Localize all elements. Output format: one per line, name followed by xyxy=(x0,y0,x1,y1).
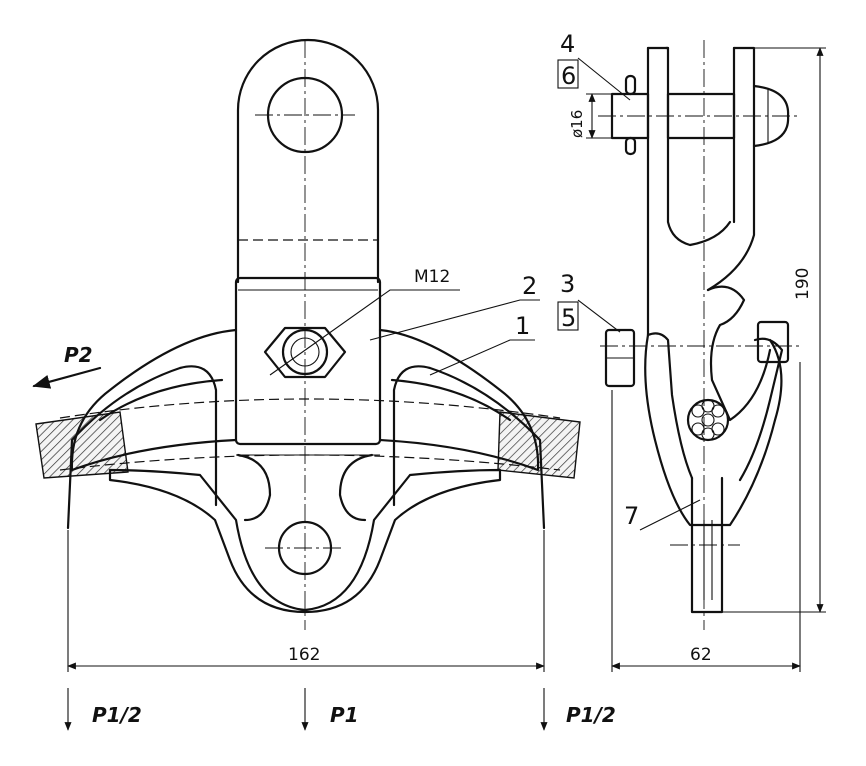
cable-strand-1 xyxy=(701,413,715,427)
callout-6-box xyxy=(557,59,579,89)
upper-eye-plate xyxy=(236,38,380,284)
leader-callout-1 xyxy=(429,339,535,376)
bolt-hex-nut xyxy=(263,326,347,379)
keeper-block xyxy=(234,276,382,446)
callout-3: 3 xyxy=(560,270,575,298)
load-center-label: P1 xyxy=(330,703,359,727)
lower-left-slot xyxy=(236,453,272,522)
dim-pin-value: ø16 xyxy=(568,110,586,138)
callout-2: 2 xyxy=(522,272,537,300)
dim-162-value: 162 xyxy=(288,645,320,665)
cable-strand-7 xyxy=(701,427,715,441)
callout-6: 6 xyxy=(561,62,576,90)
cable-strand-6 xyxy=(701,399,715,413)
lower-body xyxy=(108,468,502,614)
u-strap-right xyxy=(392,365,546,530)
callout-4: 4 xyxy=(560,30,575,58)
callout-5: 5 xyxy=(561,304,576,332)
lower-right-slot xyxy=(338,453,374,522)
cable-hidden-lower xyxy=(59,454,561,471)
dim-62-value: 62 xyxy=(690,645,712,665)
cotter-pin-top xyxy=(624,74,637,96)
clamp-left-jaw xyxy=(646,332,694,480)
leader-callout-7 xyxy=(639,499,701,531)
callout-7: 7 xyxy=(624,502,639,530)
leader-callout-2 xyxy=(369,299,540,341)
saddle-left-wing xyxy=(70,328,238,472)
callout-5-box xyxy=(557,301,579,331)
clamp-side-tongue xyxy=(706,285,772,422)
leader-callout-4-6 xyxy=(577,57,631,101)
front-view: M12 2 1 P2 162 P1/2 P1 P1/2 xyxy=(32,38,616,731)
side-bolt-nut xyxy=(756,320,790,364)
label-m12: M12 xyxy=(414,267,450,287)
cable-left-section xyxy=(35,411,129,479)
clevis-left-arm xyxy=(646,46,732,247)
saddle-right-inner xyxy=(390,378,512,422)
saddle-right-wing xyxy=(378,328,540,472)
saddle-left-inner xyxy=(98,378,224,422)
dim-190-value: 190 xyxy=(793,268,813,300)
load-p2-label: P2 xyxy=(64,343,93,367)
cable-right-section xyxy=(497,411,581,479)
cotter-pin-bottom xyxy=(624,136,637,156)
u-strap-left xyxy=(66,365,218,530)
leader-m12 xyxy=(269,289,460,376)
side-view: 4 6 3 5 7 ø16 190 62 xyxy=(557,30,826,672)
callout-1: 1 xyxy=(515,312,530,340)
clamp-right-jaw xyxy=(738,337,784,482)
load-right-label: P1/2 xyxy=(566,703,616,727)
cable-hidden-upper xyxy=(59,398,561,419)
leader-callout-3-5 xyxy=(577,299,621,333)
clamp-side-body xyxy=(644,333,783,527)
p2-arrow xyxy=(32,366,102,389)
load-left-label: P1/2 xyxy=(92,703,142,727)
